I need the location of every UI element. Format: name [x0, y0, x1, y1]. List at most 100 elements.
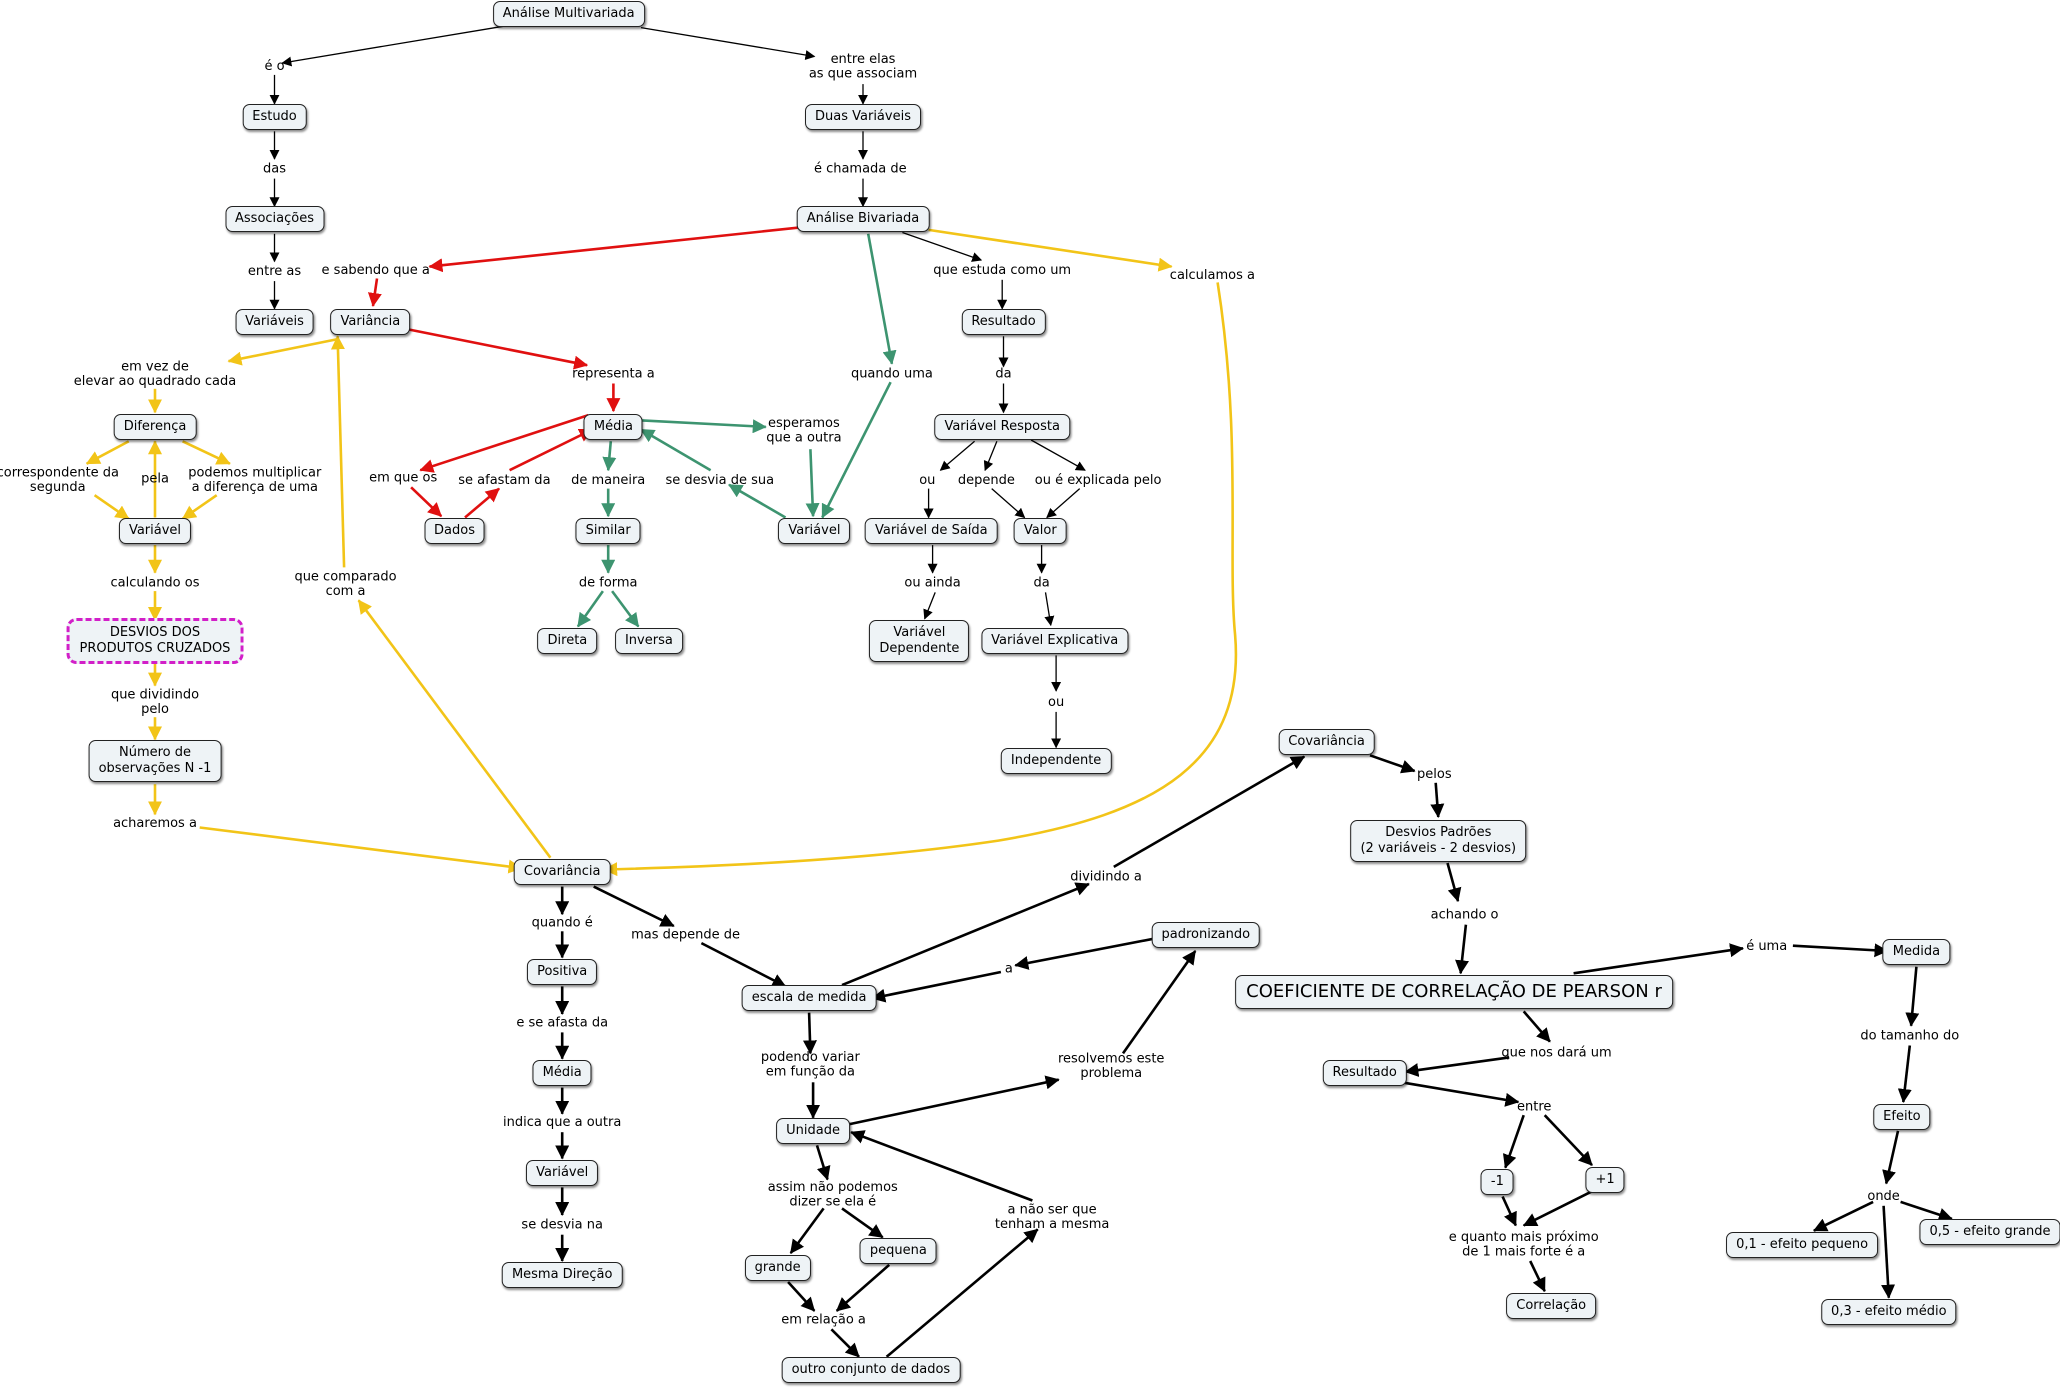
link-label-line: representa a [572, 367, 655, 382]
link-label-line: entre [1517, 1100, 1551, 1115]
black-connector-arrow [1455, 924, 1469, 975]
concept-node-variavel-green[interactable]: Variável [778, 517, 851, 544]
link-label-line: acharemos a [113, 816, 197, 831]
concept-node-variavel-explicativa[interactable]: Variável Explicativa [981, 628, 1129, 654]
black-connector-arrow [1401, 1081, 1520, 1107]
link-label-depende: depende [958, 473, 1015, 488]
concept-node-duas-variaveis[interactable]: Duas Variáveis [805, 103, 921, 130]
concept-node-escala-medida[interactable]: escala de medida [741, 985, 877, 1012]
concept-node-label: Independente [1010, 752, 1102, 768]
concept-node-label: Número de [118, 744, 192, 760]
concept-node-efeito-pequeno[interactable]: 0,1 - efeito pequeno [1726, 1232, 1879, 1259]
concept-node-covariancia-right[interactable]: Covariância [1278, 729, 1375, 756]
concept-node-analise-bivariada[interactable]: Análise Bivariada [796, 206, 930, 233]
concept-node-grande[interactable]: grande [744, 1254, 811, 1281]
link-label-line: e se afasta da [516, 1015, 608, 1030]
link-label-line: depende [958, 473, 1015, 488]
link-label-calculamos-a: calculamos a [1170, 268, 1255, 283]
concept-node-mesma-direcao[interactable]: Mesma Direção [501, 1262, 623, 1289]
green-connector-arrow [805, 449, 820, 518]
concept-node-variavel-left[interactable]: Variável [118, 517, 192, 544]
black-connector-arrow [1369, 754, 1416, 774]
concept-node-mais-um[interactable]: +1 [1585, 1166, 1625, 1193]
concept-node-outro-conjunto[interactable]: outro conjunto de dados [781, 1357, 961, 1383]
link-label-entre-as: entre as [248, 264, 301, 279]
concept-node-coeficiente[interactable]: COEFICIENTE DE CORRELAÇÃO DE PEARSON r [1235, 974, 1673, 1009]
black-connector-arrow [1522, 1010, 1551, 1043]
concept-node-label: Inversa [624, 633, 673, 648]
concept-node-inversa[interactable]: Inversa [614, 628, 683, 654]
concept-node-positiva[interactable]: Positiva [527, 959, 598, 985]
concept-node-similar[interactable]: Similar [575, 517, 641, 544]
link-label-acharemos-a: acharemos a [113, 816, 197, 831]
concept-node-menos-um[interactable]: -1 [1480, 1169, 1514, 1196]
link-label-que-nos-dara-um: que nos dará um [1501, 1046, 1611, 1061]
link-label-se-afastam-da: se afastam da [458, 473, 550, 488]
concept-node-pequena[interactable]: pequena [859, 1237, 937, 1264]
black-connector-arrow [1046, 488, 1081, 519]
concept-node-diferenca[interactable]: Diferença [113, 413, 197, 440]
concept-node-direta[interactable]: Direta [537, 628, 598, 654]
concept-node-unidade[interactable]: Unidade [776, 1117, 851, 1144]
black-connector-arrow [1430, 782, 1445, 818]
green-connector-arrow [602, 441, 617, 472]
link-label-line: podemos multiplicar [188, 466, 322, 481]
concept-node-analise-multivariada[interactable]: Análise Multivariada [492, 1, 645, 28]
concept-node-covariancia-main[interactable]: Covariância [513, 859, 611, 886]
concept-node-efeito[interactable]: Efeito [1873, 1103, 1931, 1130]
concept-node-resultado-top[interactable]: Resultado [961, 308, 1046, 335]
link-label-onde: onde [1867, 1189, 1899, 1204]
concept-node-variavel-saida[interactable]: Variável de Saída [864, 517, 998, 544]
concept-node-desvios-padroes[interactable]: Desvios Padrões(2 variáveis - 2 desvios) [1350, 819, 1527, 862]
concept-node-label: Variável [536, 1165, 589, 1180]
link-label-ou-1: ou [919, 473, 935, 488]
concept-node-label: Análise Bivariada [806, 211, 920, 227]
concept-node-label: Variável [893, 625, 946, 640]
concept-node-estudo[interactable]: Estudo [242, 103, 307, 130]
link-label-e-uma: é uma [1746, 939, 1787, 954]
concept-node-label: Unidade [786, 1122, 841, 1138]
concept-node-independente[interactable]: Independente [1000, 747, 1112, 774]
concept-node-label: Efeito [1883, 1108, 1921, 1124]
black-connector-arrow [640, 26, 816, 60]
link-label-e-o: é o [264, 59, 284, 74]
link-label-line: em vez de [121, 359, 189, 374]
concept-node-media-low[interactable]: Média [532, 1060, 592, 1087]
link-label-e-se-afasta-da: e se afasta da [516, 1015, 608, 1030]
concept-node-variavel-resposta[interactable]: Variável Resposta [934, 413, 1070, 440]
concept-node-variavel-low[interactable]: Variável [526, 1160, 599, 1186]
concept-node-resultado-low[interactable]: Resultado [1322, 1060, 1407, 1087]
yellow-connector-arrow [85, 440, 130, 465]
black-connector-arrow [841, 882, 1090, 987]
link-label-line: da [1033, 575, 1049, 590]
concept-node-associacoes[interactable]: Associações [225, 206, 324, 233]
concept-node-padronizando[interactable]: padronizando [1151, 922, 1261, 949]
concept-node-media-top[interactable]: Média [583, 413, 643, 440]
link-label-calculando-os: calculando os [111, 575, 200, 590]
concept-node-efeito-grande[interactable]: 0,5 - efeito grande [1919, 1219, 2060, 1246]
black-connector-arrow [923, 592, 936, 620]
concept-node-correlacao[interactable]: Correlação [1506, 1292, 1597, 1319]
concept-node-dados[interactable]: Dados [424, 517, 485, 544]
concept-node-efeito-medio[interactable]: 0,3 - efeito médio [1821, 1299, 1957, 1326]
concept-node-variancia[interactable]: Variância [330, 308, 411, 335]
black-connector-arrow [802, 1012, 817, 1055]
concept-node-label: Estudo [252, 108, 297, 124]
concept-node-label: -1 [1490, 1174, 1504, 1190]
black-connector-arrow [787, 1281, 816, 1312]
yellow-connector-arrow [93, 494, 130, 520]
concept-node-label: COEFICIENTE DE CORRELAÇÃO DE PEARSON r [1246, 980, 1662, 1002]
concept-node-valor[interactable]: Valor [1013, 517, 1067, 544]
black-connector-arrow [1881, 1205, 1896, 1299]
concept-node-medida[interactable]: Medida [1882, 939, 1951, 966]
concept-node-variaveis[interactable]: Variáveis [235, 308, 314, 335]
link-label-dividindo-a: dividindo a [1070, 870, 1142, 885]
